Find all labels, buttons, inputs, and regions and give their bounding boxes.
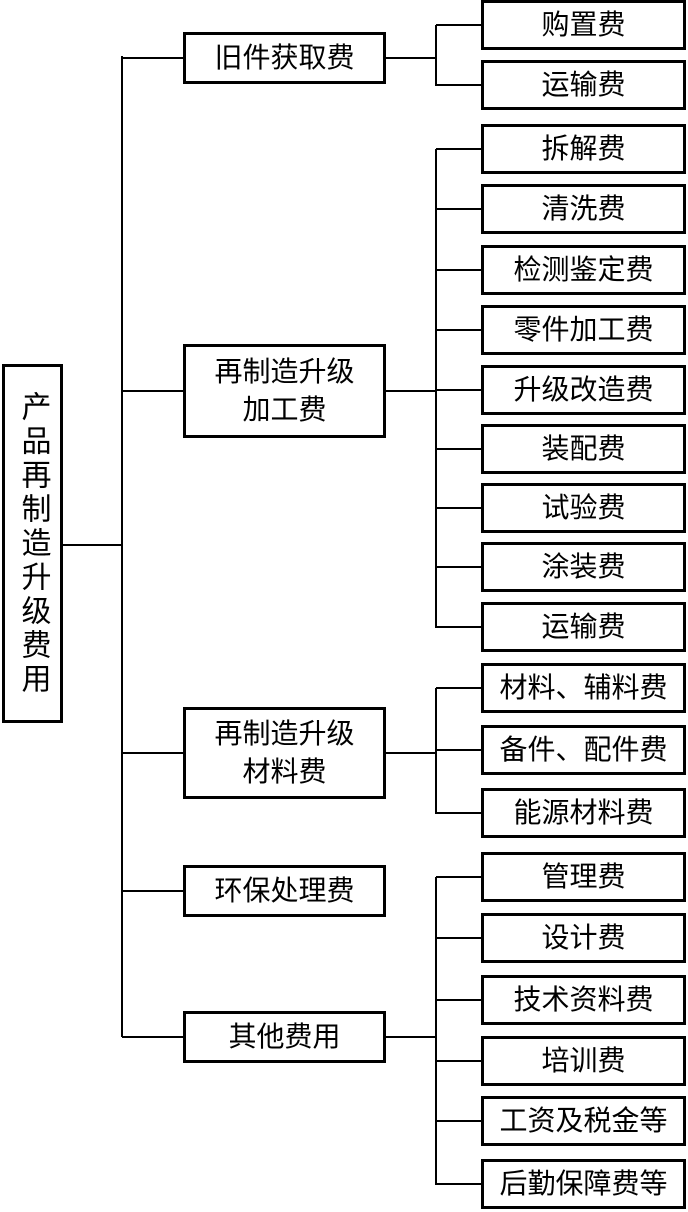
- connector-line: [386, 752, 437, 754]
- connector-line: [436, 84, 482, 86]
- connector-line: [436, 329, 482, 331]
- leaf-node-inspection: 检测鉴定费: [481, 245, 686, 295]
- connector-line: [436, 566, 482, 568]
- leaf-node-management: 管理费: [481, 852, 686, 902]
- connector-line: [436, 269, 482, 271]
- category-node-old-part-acquisition: 旧件获取费: [183, 32, 386, 84]
- leaf-node-training: 培训费: [481, 1036, 686, 1086]
- connector-line: [386, 57, 437, 59]
- connector-line: [436, 148, 482, 150]
- connector-line: [436, 749, 482, 751]
- connector-line: [436, 1060, 482, 1062]
- connector-line: [436, 1183, 482, 1185]
- connector-line: [386, 1036, 437, 1038]
- leaf-node-wages-taxes: 工资及税金等: [481, 1096, 686, 1146]
- leaf-node-technical-documents: 技术资料费: [481, 975, 686, 1025]
- connector-line: [122, 390, 184, 392]
- leaf-node-energy-materials: 能源材料费: [481, 788, 686, 838]
- leaf-node-coating: 涂装费: [481, 542, 686, 592]
- connector-line: [63, 544, 123, 546]
- connector-line: [435, 149, 437, 628]
- leaf-node-logistics-support: 后勤保障费等: [481, 1159, 686, 1209]
- category-node-processing: 再制造升级 加工费: [183, 344, 386, 438]
- connector-line: [435, 877, 437, 1185]
- leaf-node-testing: 试验费: [481, 483, 686, 533]
- connector-line: [436, 999, 482, 1001]
- connector-line: [122, 890, 184, 892]
- connector-line: [121, 56, 123, 1037]
- category-node-materials: 再制造升级 材料费: [183, 707, 386, 799]
- connector-line: [436, 24, 482, 26]
- leaf-node-spare-parts: 备件、配件费: [481, 725, 686, 775]
- leaf-node-transport: 运输费: [481, 60, 686, 110]
- leaf-node-part-machining: 零件加工费: [481, 305, 686, 355]
- connector-line: [436, 876, 482, 878]
- category-node-environmental: 环保处理费: [183, 865, 386, 917]
- connector-line: [436, 448, 482, 450]
- leaf-node-disassembly: 拆解费: [481, 124, 686, 174]
- connector-line: [435, 688, 437, 814]
- connector-line: [436, 507, 482, 509]
- connector-line: [436, 208, 482, 210]
- connector-line: [122, 57, 184, 59]
- connector-line: [436, 937, 482, 939]
- connector-line: [436, 389, 482, 391]
- leaf-node-cleaning: 清洗费: [481, 184, 686, 234]
- root-node: 产品再制造升级费用: [2, 364, 63, 723]
- connector-line: [386, 390, 437, 392]
- connector-line: [436, 1120, 482, 1122]
- connector-line: [122, 1036, 184, 1038]
- leaf-node-transport: 运输费: [481, 602, 686, 652]
- connector-line: [122, 752, 184, 754]
- leaf-node-design: 设计费: [481, 913, 686, 963]
- leaf-node-purchase: 购置费: [481, 0, 686, 50]
- category-node-other: 其他费用: [183, 1011, 386, 1063]
- connector-line: [436, 812, 482, 814]
- connector-line: [436, 626, 482, 628]
- leaf-node-assembly: 装配费: [481, 424, 686, 474]
- leaf-node-materials-auxiliary: 材料、辅料费: [481, 663, 686, 713]
- leaf-node-upgrade-modification: 升级改造费: [481, 365, 686, 415]
- connector-line: [436, 687, 482, 689]
- connector-line: [435, 25, 437, 86]
